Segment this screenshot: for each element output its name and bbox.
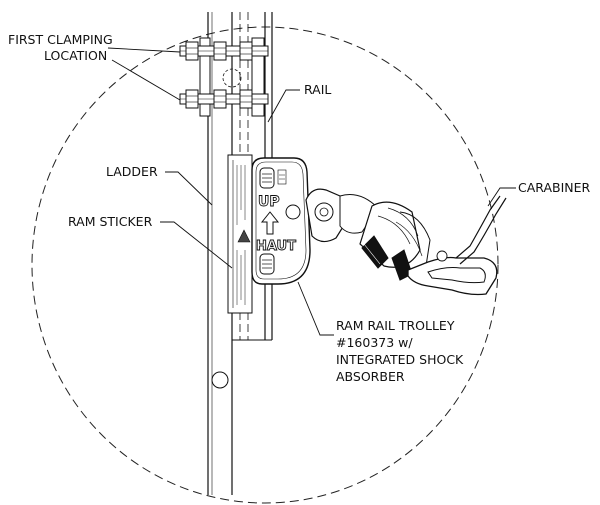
trolley-pivot-bolt xyxy=(285,204,301,220)
label-ladder: LADDER xyxy=(106,164,158,179)
label-ram-sticker: RAM STICKER xyxy=(68,214,153,229)
leader-carabiner xyxy=(487,187,516,207)
label-trolley-line4: ABSORBER xyxy=(336,369,405,384)
leader-rail xyxy=(267,89,300,123)
label-first-clamping-line2: LOCATION xyxy=(44,48,107,63)
rail-trolley: UP HAUT xyxy=(251,157,311,285)
leader-first-clamping xyxy=(107,47,181,53)
clamp-assembly xyxy=(179,37,269,117)
clamp-bolt-upper xyxy=(179,41,269,61)
leader-ladder xyxy=(165,171,213,206)
leader-trolley xyxy=(297,281,334,336)
shock-absorber xyxy=(339,194,431,281)
callout-labels: FIRST CLAMPING LOCATION RAIL LADDER RAM … xyxy=(8,32,591,384)
label-trolley-line3: INTEGRATED SHOCK xyxy=(336,352,464,367)
trolley-haut-marking: HAUT xyxy=(256,239,296,254)
label-trolley-line2: #160373 w/ xyxy=(336,335,413,350)
label-trolley-line1: RAM RAIL TROLLEY xyxy=(336,318,455,333)
leader-lines xyxy=(107,47,516,336)
carabiner xyxy=(407,195,507,296)
label-carabiner: CARABINER xyxy=(518,180,591,195)
up-arrow-icon xyxy=(260,211,280,235)
trolley-up-marking: UP xyxy=(258,194,280,210)
ram-sticker xyxy=(227,154,253,314)
shock-absorber-band xyxy=(361,235,389,269)
clamp-bolt-lower xyxy=(179,89,269,109)
leader-first-clamping-2 xyxy=(111,59,181,101)
label-first-clamping-line1: FIRST CLAMPING xyxy=(8,32,113,47)
leader-ram-sticker xyxy=(160,221,233,269)
label-rail: RAIL xyxy=(304,82,331,97)
ladder-rung-hole xyxy=(211,371,229,389)
warning-triangle-icon xyxy=(237,229,251,243)
